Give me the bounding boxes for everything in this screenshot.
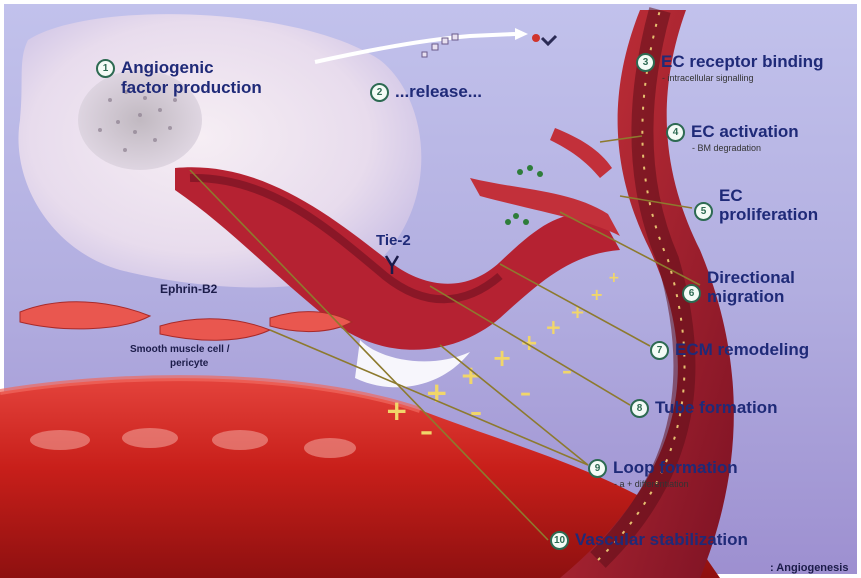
svg-text:–: –: [420, 417, 433, 447]
step-2-badge: 2: [370, 83, 389, 102]
step-1-label: 1 Angiogenic factor production: [96, 58, 262, 98]
svg-text:–: –: [520, 381, 531, 406]
step-10-label: 10 Vascular stabilization: [550, 530, 748, 550]
step-8-text: Tube formation: [655, 398, 777, 417]
step-5-label: 5EC proliferation: [694, 190, 818, 225]
angiogenesis-corner-label: : Angiogenesis: [770, 562, 848, 574]
svg-text:+: +: [590, 285, 603, 304]
step-4-label: 4 EC activation - BM degradation: [666, 122, 799, 153]
step-8-badge: 8: [630, 399, 649, 418]
svg-text:–: –: [470, 398, 482, 426]
step-4-badge: 4: [666, 123, 685, 142]
svg-text:+: +: [520, 331, 538, 356]
tie2-label: Tie-2: [376, 232, 411, 249]
step-5-text-line2: proliferation: [719, 205, 818, 225]
step-9-label: 9 Loop formation - a + differentiation: [588, 458, 738, 489]
step-4-text: EC activation: [691, 122, 799, 141]
bound-factor-icon: [532, 34, 540, 42]
svg-text:+: +: [570, 302, 585, 323]
step-3-label: 3 EC receptor binding - intracellular sig…: [636, 52, 823, 83]
step-3-subtext: - intracellular signalling: [662, 73, 823, 83]
step-6-text: Directional: [707, 268, 795, 287]
step-4-subtext: - BM degradation: [692, 143, 799, 153]
svg-text:+: +: [492, 344, 512, 372]
svg-text:+: +: [545, 315, 562, 339]
step-10-text: Vascular stabilization: [575, 530, 748, 549]
smooth-muscle-label-line1: Smooth muscle cell /: [130, 344, 229, 355]
svg-text:+: +: [385, 394, 408, 427]
step-8-label: 8 Tube formation: [630, 398, 777, 418]
step-10-badge: 10: [550, 531, 569, 550]
step-5-badge: 5: [694, 202, 713, 221]
svg-text:+: +: [608, 270, 620, 286]
step-5-text: EC: [719, 186, 743, 205]
step-3-badge: 3: [636, 53, 655, 72]
step-6-badge: 6: [682, 284, 701, 303]
step-7-text: ECM remodeling: [675, 340, 809, 359]
smooth-muscle-label-line2: pericyte: [170, 358, 208, 369]
step-3-text: EC receptor binding: [661, 52, 823, 71]
step-6-text-line2: migration: [707, 287, 795, 307]
step-6-label: 6Directional migration: [682, 272, 795, 307]
svg-text:–: –: [562, 359, 572, 383]
step-9-text: Loop formation: [613, 458, 738, 477]
step-1-badge: 1: [96, 59, 115, 78]
step-1-text-line2: factor production: [121, 78, 262, 98]
step-1-text: Angiogenic: [121, 58, 214, 77]
ephrin-b2-label: Ephrin-B2: [160, 282, 217, 296]
step-9-subtext: - a + differentiation: [614, 479, 738, 489]
step-9-badge: 9: [588, 459, 607, 478]
step-2-label: 2 ...release...: [370, 82, 482, 102]
step-7-badge: 7: [650, 341, 669, 360]
step-2-text: ...release...: [395, 82, 482, 101]
step-7-label: 7 ECM remodeling: [650, 340, 809, 360]
